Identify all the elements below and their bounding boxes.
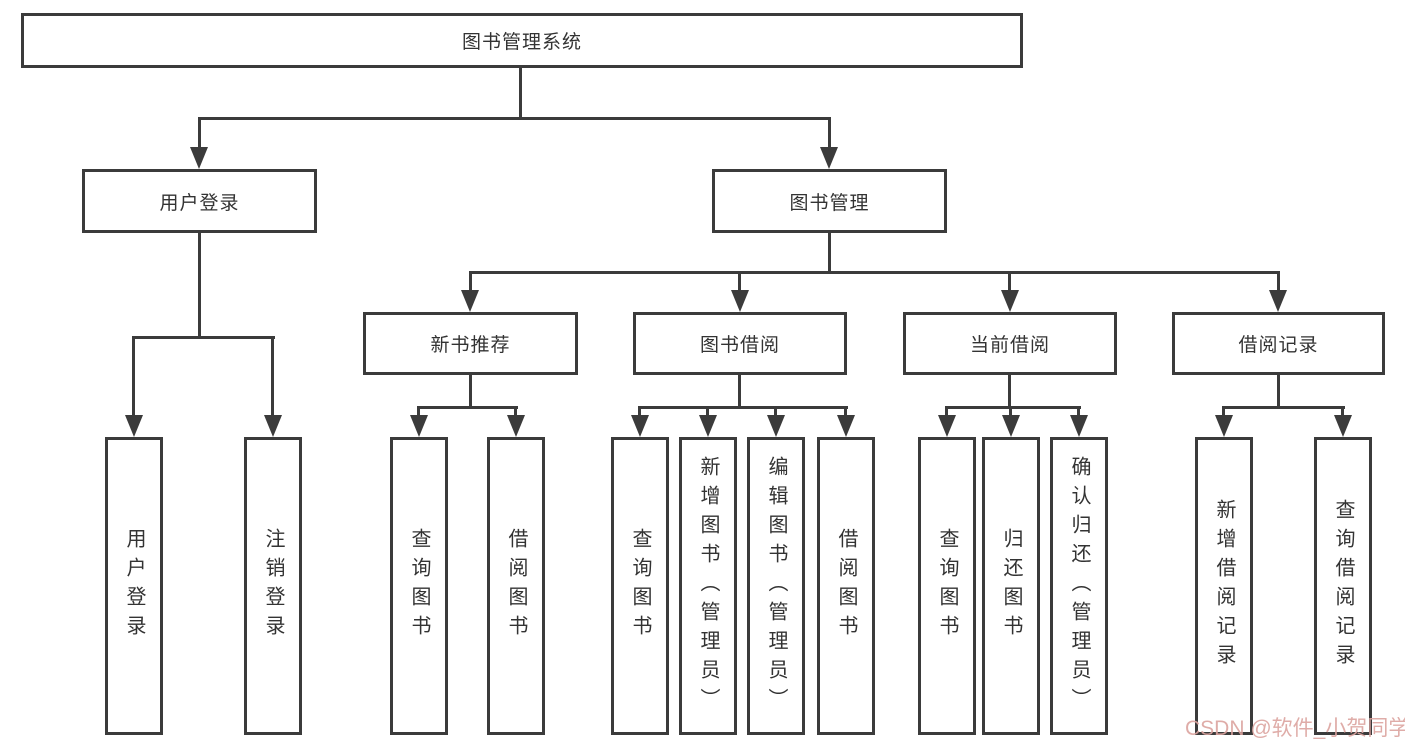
arrow-down-icon bbox=[190, 147, 208, 169]
node-query-books: 查询图书 bbox=[611, 437, 669, 735]
node-label: 查询图书 bbox=[936, 528, 958, 644]
connector-line bbox=[706, 406, 709, 418]
node-label: 借阅图书 bbox=[505, 528, 527, 644]
connector-line bbox=[469, 271, 472, 293]
arrow-down-icon bbox=[1269, 290, 1287, 312]
connector-line bbox=[1222, 406, 1345, 409]
connector-line bbox=[132, 336, 275, 339]
connector-line bbox=[828, 117, 831, 150]
node-query-books: 查询图书 bbox=[390, 437, 448, 735]
connector-line bbox=[519, 68, 522, 120]
connector-line bbox=[1008, 271, 1011, 293]
arrow-down-icon bbox=[264, 415, 282, 437]
arrow-down-icon bbox=[699, 415, 717, 437]
arrow-down-icon bbox=[1002, 415, 1020, 437]
node-logout: 注销登录 bbox=[244, 437, 302, 735]
arrow-down-icon bbox=[125, 415, 143, 437]
node-label: 查询图书 bbox=[408, 528, 430, 644]
node-label: 确认归还（管理员） bbox=[1068, 455, 1090, 717]
node-add-borrow-record: 新增借阅记录 bbox=[1195, 437, 1253, 735]
node-book-management: 图书管理 bbox=[712, 169, 947, 233]
node-book-borrowing: 图书借阅 bbox=[633, 312, 847, 375]
connector-line bbox=[774, 406, 777, 418]
connector-line bbox=[1341, 406, 1344, 418]
connector-line bbox=[1009, 406, 1012, 418]
arrow-down-icon bbox=[820, 147, 838, 169]
node-library-system: 图书管理系统 bbox=[21, 13, 1023, 68]
arrow-down-icon bbox=[767, 415, 785, 437]
arrow-down-icon bbox=[507, 415, 525, 437]
node-user-login: 用户登录 bbox=[82, 169, 317, 233]
arrow-down-icon bbox=[837, 415, 855, 437]
connector-line bbox=[198, 117, 201, 150]
arrow-down-icon bbox=[731, 290, 749, 312]
arrow-down-icon bbox=[461, 290, 479, 312]
watermark: CSDN @软件_小贺同学 bbox=[1185, 717, 1405, 740]
connector-line bbox=[417, 406, 518, 409]
arrow-down-icon bbox=[1334, 415, 1352, 437]
node-label: 图书管理系统 bbox=[461, 32, 582, 53]
node-new-book-recommend: 新书推荐 bbox=[363, 312, 578, 375]
node-label: 图书借阅 bbox=[699, 335, 780, 356]
node-label: 新增借阅记录 bbox=[1213, 499, 1235, 673]
arrow-down-icon bbox=[1001, 290, 1019, 312]
node-edit-books-admin: 编辑图书（管理员） bbox=[747, 437, 805, 735]
connector-line bbox=[1077, 406, 1080, 418]
node-label: 归还图书 bbox=[1000, 528, 1022, 644]
connector-line bbox=[132, 336, 135, 418]
connector-line bbox=[198, 233, 201, 339]
node-confirm-return-admin: 确认归还（管理员） bbox=[1050, 437, 1108, 735]
node-label: 用户登录 bbox=[159, 192, 240, 214]
connector-line bbox=[469, 375, 472, 409]
arrow-down-icon bbox=[938, 415, 956, 437]
node-label: 编辑图书（管理员） bbox=[765, 455, 787, 717]
connector-line bbox=[271, 336, 274, 418]
connector-line bbox=[738, 375, 741, 409]
node-label: 新增图书（管理员） bbox=[697, 455, 719, 717]
node-label: 查询图书 bbox=[629, 528, 651, 644]
node-label: 注销登录 bbox=[262, 528, 284, 644]
node-label: 借阅图书 bbox=[835, 528, 857, 644]
connector-line bbox=[638, 406, 641, 418]
node-label: 查询借阅记录 bbox=[1332, 499, 1354, 673]
arrow-down-icon bbox=[410, 415, 428, 437]
node-borrow-books: 借阅图书 bbox=[817, 437, 875, 735]
node-label: 图书管理 bbox=[789, 192, 870, 214]
node-query-books: 查询图书 bbox=[918, 437, 976, 735]
node-user-login-action: 用户登录 bbox=[105, 437, 163, 735]
connector-line bbox=[514, 406, 517, 418]
connector-line bbox=[828, 233, 831, 274]
node-label: 借阅记录 bbox=[1238, 335, 1319, 356]
connector-line bbox=[1277, 271, 1280, 293]
node-add-books-admin: 新增图书（管理员） bbox=[679, 437, 737, 735]
node-label: 当前借阅 bbox=[969, 335, 1050, 356]
connector-line bbox=[1008, 375, 1011, 409]
connector-line bbox=[945, 406, 1081, 409]
connector-line bbox=[469, 271, 1280, 274]
arrow-down-icon bbox=[1070, 415, 1088, 437]
arrow-down-icon bbox=[631, 415, 649, 437]
node-query-borrow-record: 查询借阅记录 bbox=[1314, 437, 1372, 735]
connector-line bbox=[738, 271, 741, 293]
connector-line bbox=[638, 406, 848, 409]
node-current-borrowing: 当前借阅 bbox=[903, 312, 1117, 375]
connector-line bbox=[1277, 375, 1280, 409]
arrow-down-icon bbox=[1215, 415, 1233, 437]
connector-line bbox=[1222, 406, 1225, 418]
node-borrowing-records: 借阅记录 bbox=[1172, 312, 1385, 375]
connector-line bbox=[198, 117, 831, 120]
node-label: 新书推荐 bbox=[430, 335, 511, 356]
node-label: 用户登录 bbox=[123, 528, 145, 644]
node-return-books: 归还图书 bbox=[982, 437, 1040, 735]
connector-line bbox=[417, 406, 420, 418]
connector-line bbox=[844, 406, 847, 418]
connector-line bbox=[945, 406, 948, 418]
node-borrow-books: 借阅图书 bbox=[487, 437, 545, 735]
